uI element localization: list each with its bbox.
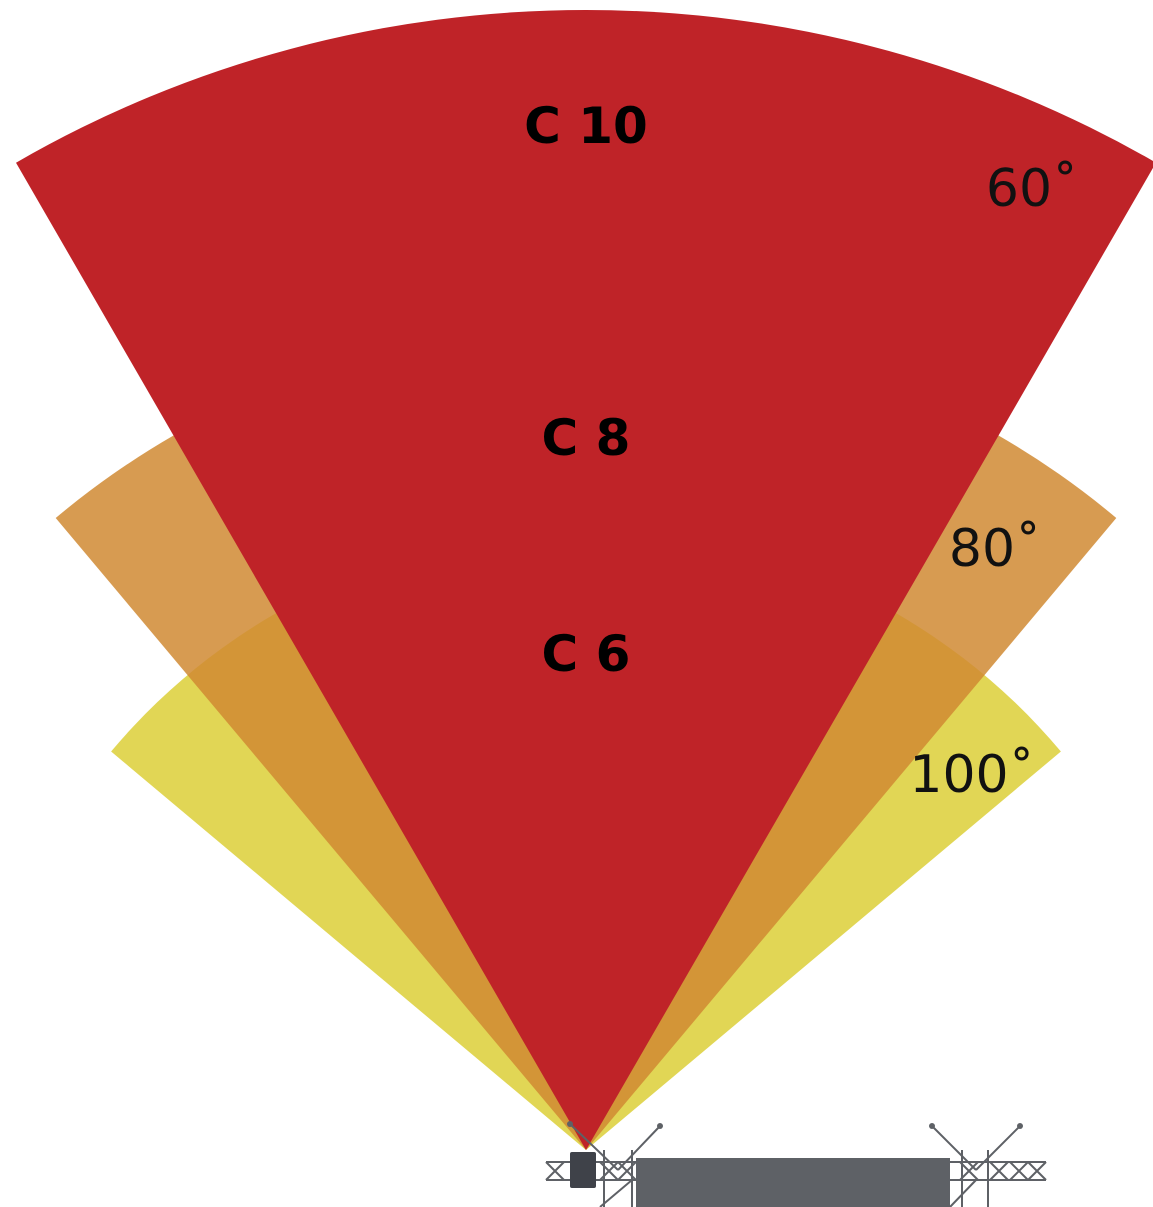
speaker-box (570, 1152, 596, 1188)
angle-label-c10: 60˚ (986, 159, 1078, 219)
coverage-beams (16, 10, 1153, 1150)
beam-labels: C 10 C 8 C 6 60˚ 80˚ 100˚ (524, 97, 1078, 805)
angle-label-c8: 80˚ (949, 519, 1041, 579)
model-label-c10: C 10 (524, 97, 648, 155)
model-label-c6: C 6 (542, 625, 631, 683)
model-label-c8: C 8 (542, 409, 631, 467)
truss-panel (636, 1158, 950, 1207)
beam-c10 (16, 10, 1153, 1150)
truss-with-speaker (545, 1121, 1047, 1207)
angle-label-c6: 100˚ (909, 745, 1034, 805)
